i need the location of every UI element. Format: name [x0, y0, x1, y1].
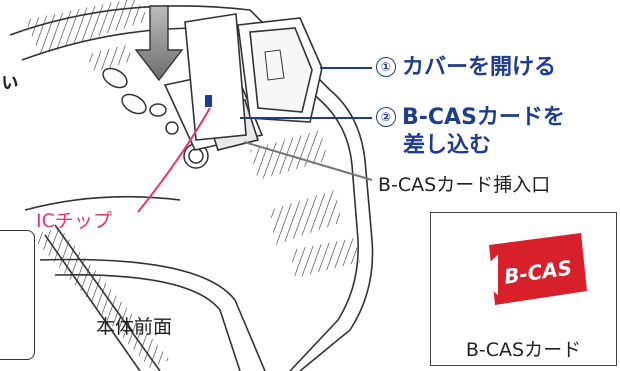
bcas-logo: B-CAS — [475, 233, 587, 305]
insert-arrow — [134, 5, 184, 82]
side-note-box — [0, 230, 35, 360]
bcas-card — [184, 13, 247, 141]
vent-grilles — [25, 0, 360, 368]
slot-label: B-CASカード挿入口 — [378, 174, 551, 196]
step2-line2: 差し込む — [403, 133, 492, 158]
ic-chip-label: ICチップ — [36, 210, 112, 232]
step2-line1: B-CASカードを — [402, 105, 565, 130]
bcas-card-panel: B-CAS B-CASカード — [430, 212, 617, 366]
front-label: 本体前面 — [96, 316, 173, 338]
step2-number: ② — [376, 107, 396, 127]
step1-text: カバーを開ける — [402, 55, 557, 80]
step2-label: ② B-CASカードを — [376, 105, 565, 131]
edge-text-fragment: ぃ — [0, 69, 20, 93]
step1-label: ① カバーを開ける — [376, 55, 556, 81]
open-cover — [237, 17, 323, 123]
step1-number: ① — [376, 57, 396, 77]
device-buttons — [102, 67, 209, 169]
leader-lines — [137, 67, 373, 213]
bcas-card-caption: B-CASカード — [465, 339, 582, 361]
